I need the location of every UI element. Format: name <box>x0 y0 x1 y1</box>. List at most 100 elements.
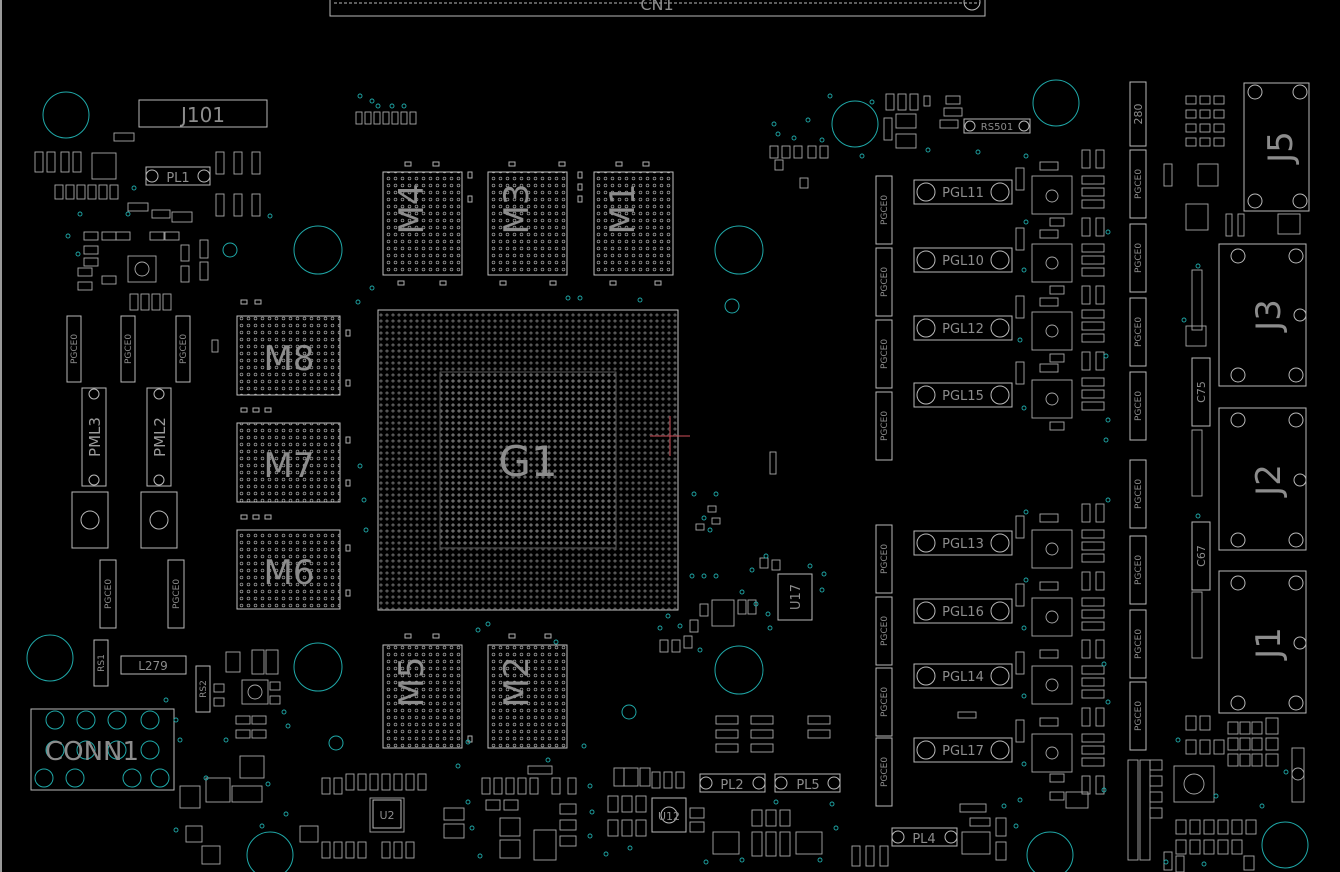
crosshair-cursor <box>650 416 690 456</box>
resistor-rs2-label: RS2 <box>199 680 209 698</box>
vrm-cap-label-14: PGCE0 <box>1134 555 1144 585</box>
memory-m2[interactable]: M2 <box>487 644 568 749</box>
inductor-pgl12: PGL12 <box>913 315 1013 341</box>
vrm-cap-label-1: PGCE0 <box>880 195 890 225</box>
inductor-pl1[interactable]: PL1 <box>145 166 211 186</box>
inductor-pl2-label: PL2 <box>720 778 743 793</box>
inductor-pml3-label: PML3 <box>86 417 104 457</box>
cap-c67[interactable]: C67 <box>1191 521 1211 591</box>
memory-m1-label: M1 <box>603 184 643 235</box>
memory-m7[interactable]: M7 <box>236 422 341 503</box>
resistor-rs501[interactable]: RS501 <box>963 118 1031 134</box>
cap-left-4[interactable]: PGCE0 <box>99 559 117 629</box>
gpu-g1[interactable]: G1 <box>377 309 679 611</box>
mosfet-left-pair[interactable] <box>71 491 178 549</box>
cap-c75[interactable]: C75 <box>1191 357 1211 427</box>
cap-left-1[interactable]: PGCE0 <box>66 315 82 383</box>
memory-m4[interactable]: M4 <box>382 171 463 276</box>
vrm-caps[interactable] <box>875 81 1147 807</box>
memory-m8[interactable]: M8 <box>236 315 341 396</box>
board-left-edge <box>0 0 2 872</box>
vrm-cap-label-16: PGCE0 <box>1134 701 1144 731</box>
inductor-pgl11: PGL11 <box>913 179 1013 205</box>
memory-m3-label: M3 <box>497 184 537 235</box>
vrm-inductors[interactable]: PGL11 PGL10 PGL12 PGL15 PGL13 PGL16 PGL1… <box>913 179 1013 763</box>
inductor-pl5[interactable]: PL5 <box>774 773 841 793</box>
smd-cluster-center-right <box>659 93 963 653</box>
vrm-cap-label-2: PGCE0 <box>880 267 890 297</box>
vrm-cap-label-6: PGCE0 <box>880 616 890 646</box>
vrm-cap-label-11: PGCE0 <box>1134 317 1144 347</box>
ic-u2-label: U2 <box>379 809 394 822</box>
memory-m5[interactable]: M5 <box>382 644 463 749</box>
vrm-cap-label-3: PGCE0 <box>880 339 890 369</box>
vrm-cap-labels: PGCE0 PGCE0 PGCE0 PGCE0 PGCE0 PGCE0 PGCE… <box>880 104 1145 788</box>
inductor-l279-label: L279 <box>138 659 168 673</box>
ic-u12-label: U12 <box>658 810 680 823</box>
inductor-pgl10-label: PGL10 <box>942 254 984 269</box>
inductor-pgl10: PGL10 <box>913 247 1013 273</box>
ic-u17[interactable]: U17 <box>777 573 813 621</box>
memory-m1[interactable]: M1 <box>593 171 674 276</box>
resistor-rs1-label: RS1 <box>97 654 107 672</box>
inductor-pgl16-label: PGL16 <box>942 605 984 620</box>
power-connector-conn1[interactable]: CONN1 <box>30 708 175 791</box>
inductor-l279[interactable]: L279 <box>120 655 187 675</box>
connector-j3[interactable]: J3 <box>1218 243 1307 387</box>
memory-side-pads <box>240 161 662 743</box>
connector-cn1-label: CN1 <box>640 0 673 14</box>
cap-left-2[interactable]: PGCE0 <box>120 315 136 383</box>
gpu-g1-label: G1 <box>498 437 557 486</box>
vrm-mosfets <box>1015 149 1105 809</box>
inductor-pl4[interactable]: PL4 <box>891 827 958 847</box>
memory-m7-label: M7 <box>264 446 315 486</box>
memory-m6-label: M6 <box>264 553 315 593</box>
memory-m5-label: M5 <box>392 657 432 708</box>
inductor-pl2[interactable]: PL2 <box>699 773 766 793</box>
vrm-cap-label-4: PGCE0 <box>880 411 890 441</box>
power-connector-conn1-label: CONN1 <box>45 737 139 767</box>
cap-left-5-label: PGCE0 <box>172 579 182 609</box>
inductor-pgl17: PGL17 <box>913 737 1013 763</box>
memory-m2-label: M2 <box>497 657 537 708</box>
resistor-rs1[interactable]: RS1 <box>93 639 109 687</box>
inductor-pl4-label: PL4 <box>912 832 935 847</box>
inductor-pl1-label: PL1 <box>166 171 189 186</box>
ic-u12[interactable]: U12 <box>651 797 687 833</box>
connector-j3-label: J3 <box>1249 299 1289 333</box>
ic-u2[interactable]: U2 <box>372 799 402 829</box>
resistor-rs2[interactable]: RS2 <box>195 665 211 713</box>
connector-j5-label: J5 <box>1261 131 1301 165</box>
inductor-pl5-label: PL5 <box>796 778 819 793</box>
vrm-cap-label-5: PGCE0 <box>880 544 890 574</box>
memory-m4-label: M4 <box>392 184 432 235</box>
connector-j1[interactable]: J1 <box>1218 570 1307 714</box>
vrm-cap-label-10: PGCE0 <box>1134 243 1144 273</box>
cap-left-3-label: PGCE0 <box>179 334 189 364</box>
inductor-pml3[interactable]: PML3 <box>81 387 107 487</box>
vrm-cap-label-7: PGCE0 <box>880 687 890 717</box>
inductor-pgl14: PGL14 <box>913 663 1013 689</box>
cap-280-label: 280 <box>1132 104 1145 125</box>
inductor-pgl16: PGL16 <box>913 598 1013 624</box>
memory-m3[interactable]: M3 <box>487 171 568 276</box>
mounting-holes <box>26 79 1309 872</box>
connector-cn1[interactable]: CN1 <box>329 0 986 17</box>
cap-c75-label: C75 <box>1195 381 1208 403</box>
smd-cluster-bottom-left <box>179 649 577 865</box>
connector-j2[interactable]: J2 <box>1218 407 1307 551</box>
connector-j5[interactable]: J5 <box>1243 82 1310 212</box>
vrm-cap-label-15: PGCE0 <box>1134 629 1144 659</box>
inductor-pgl11-label: PGL11 <box>942 186 984 201</box>
inductor-pgl13-label: PGL13 <box>942 537 984 552</box>
smd-cluster-top-left <box>34 111 417 353</box>
vias <box>65 93 1289 867</box>
inductor-pml2[interactable]: PML2 <box>146 387 172 487</box>
memory-m8-label: M8 <box>264 339 315 379</box>
cap-left-5[interactable]: PGCE0 <box>167 559 185 629</box>
inductor-pgl15-label: PGL15 <box>942 389 984 404</box>
cap-left-3[interactable]: PGCE0 <box>175 315 191 383</box>
memory-m6[interactable]: M6 <box>236 529 341 610</box>
header-j101[interactable]: J101 <box>138 99 268 128</box>
